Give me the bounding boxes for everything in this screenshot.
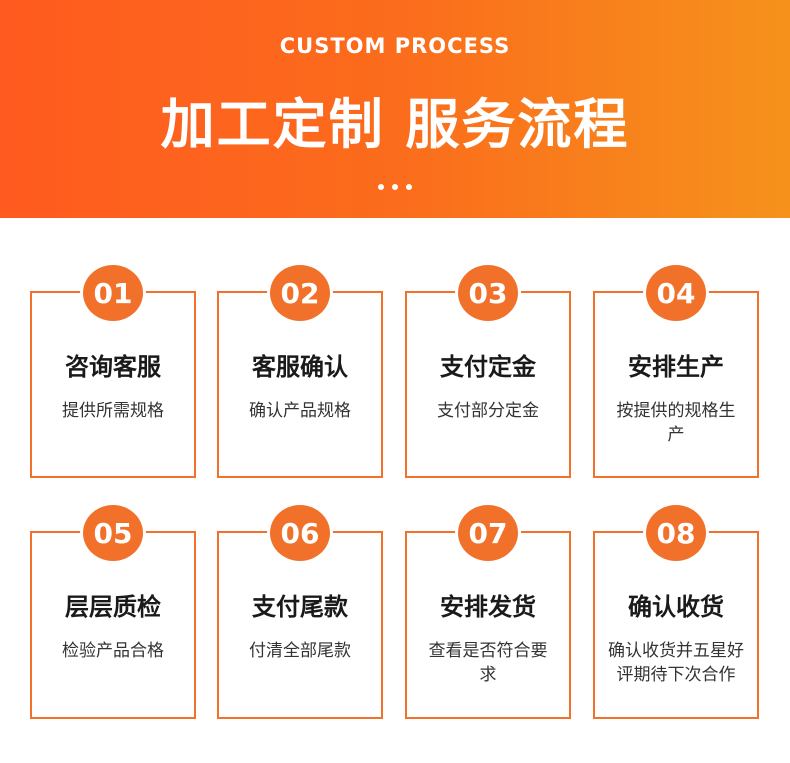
step-card-08: 08 确认收货 确认收货并五星好评期待下次合作 (593, 503, 759, 719)
step-number: 06 (270, 505, 330, 561)
step-badge: 05 (80, 503, 146, 563)
step-badge: 06 (267, 503, 333, 563)
step-description: 按提供的规格生产 (616, 401, 736, 445)
step-card-07: 07 安排发货 查看是否符合要求 (405, 503, 571, 719)
step-title: 确认收货 (628, 593, 724, 621)
dot-icon (392, 184, 398, 190)
step-card-02: 02 客服确认 确认产品规格 (217, 263, 383, 478)
step-number: 04 (646, 265, 706, 321)
step-description: 确认收货并五星好评期待下次合作 (608, 641, 744, 685)
step-badge: 01 (80, 263, 146, 323)
step-number: 07 (458, 505, 518, 561)
step-description: 付清全部尾款 (249, 641, 351, 661)
step-title: 客服确认 (252, 353, 348, 381)
step-badge: 02 (267, 263, 333, 323)
step-card-05: 05 层层质检 检验产品合格 (30, 503, 196, 719)
step-description: 确认产品规格 (249, 401, 351, 421)
banner-subtitle: CUSTOM PROCESS (279, 34, 511, 58)
step-description: 支付部分定金 (437, 401, 539, 421)
step-card-01: 01 咨询客服 提供所需规格 (30, 263, 196, 478)
step-number: 08 (646, 505, 706, 561)
banner-title: 加工定制 服务流程 (160, 93, 630, 156)
step-card-04: 04 安排生产 按提供的规格生产 (593, 263, 759, 478)
step-badge: 07 (455, 503, 521, 563)
step-badge: 04 (643, 263, 709, 323)
step-number: 03 (458, 265, 518, 321)
dot-icon (378, 184, 384, 190)
step-number: 01 (83, 265, 143, 321)
step-number: 05 (83, 505, 143, 561)
step-title: 安排发货 (440, 593, 536, 621)
step-card-03: 03 支付定金 支付部分定金 (405, 263, 571, 478)
header-banner: CUSTOM PROCESS 加工定制 服务流程 (0, 0, 790, 218)
step-description: 检验产品合格 (62, 641, 164, 661)
banner-dots (0, 184, 790, 190)
step-title: 层层质检 (65, 593, 161, 621)
step-badge: 08 (643, 503, 709, 563)
step-description: 提供所需规格 (62, 401, 164, 421)
dot-icon (406, 184, 412, 190)
step-card-06: 06 支付尾款 付清全部尾款 (217, 503, 383, 719)
step-title: 咨询客服 (65, 353, 161, 381)
step-number: 02 (270, 265, 330, 321)
step-badge: 03 (455, 263, 521, 323)
step-title: 支付尾款 (252, 593, 348, 621)
step-description: 查看是否符合要求 (428, 641, 548, 685)
step-title: 支付定金 (440, 353, 536, 381)
step-title: 安排生产 (628, 353, 724, 381)
